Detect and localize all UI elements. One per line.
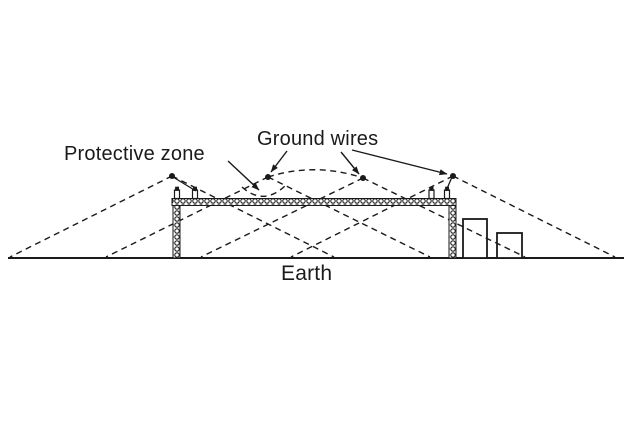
insulator-post — [173, 189, 181, 200]
zone-line-4-right — [452, 175, 616, 258]
zone-line-1-left — [9, 175, 173, 258]
label-earth: Earth — [281, 262, 333, 285]
gantry-column-left — [172, 205, 181, 259]
gantry-column-right — [448, 205, 457, 259]
zone-line-3-right — [362, 177, 526, 258]
ground-wire-dot-1 — [169, 173, 175, 179]
zone-line-2-right — [267, 176, 431, 258]
protective-zone-boundaries — [9, 169, 616, 258]
leader-ground-wire-b — [340, 151, 360, 175]
insulator-post — [443, 189, 451, 200]
zone-line-1-right — [171, 175, 335, 258]
leader-ground-wire-a — [270, 150, 288, 173]
wire-attachment-left — [172, 176, 197, 192]
zone-line-4-left — [290, 175, 454, 258]
zone-arc-scallop — [241, 183, 288, 197]
zone-arc-between-wires — [267, 169, 364, 179]
label-ground-wires: Ground wires — [257, 128, 379, 150]
ground-wire-dot-2 — [265, 174, 271, 180]
insulator-cap — [429, 186, 434, 191]
wire-attachment-right — [445, 176, 453, 192]
ground-wire-points — [169, 173, 456, 181]
ground-wire-dot-3 — [360, 175, 366, 181]
zone-line-2-left — [105, 176, 269, 258]
building-small-1 — [462, 218, 488, 259]
zone-line-3-left — [200, 177, 364, 258]
gantry-frame — [171, 198, 457, 259]
label-protective-zone: Protective zone — [64, 143, 205, 165]
insulator-posts — [173, 186, 451, 200]
insulator-post — [428, 189, 435, 200]
ground-wire-dot-4 — [450, 173, 456, 179]
leader-protective-zone — [227, 160, 260, 191]
gantry-beam — [171, 198, 457, 206]
insulator-post — [191, 189, 199, 200]
leader-arrows — [227, 149, 448, 191]
ground-wire-attachments — [172, 176, 453, 192]
leader-ground-wire-c — [351, 149, 448, 176]
insulator-cap — [175, 186, 179, 191]
